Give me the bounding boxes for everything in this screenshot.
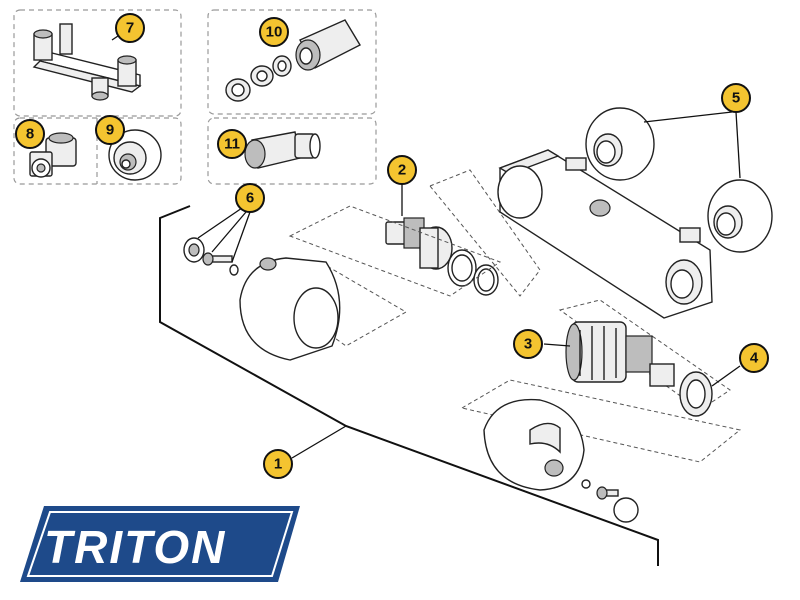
svg-text:4: 4	[750, 350, 759, 367]
callout-11: 11	[217, 129, 247, 159]
thermostatic-cartridge-part-3	[565, 321, 675, 387]
callout-10: 10	[259, 17, 289, 47]
wall-bracket-part-7	[32, 23, 142, 101]
retaining-nut-part-4	[679, 371, 713, 417]
svg-text:7: 7	[126, 20, 134, 37]
svg-text:1: 1	[274, 456, 282, 473]
svg-text:9: 9	[106, 122, 114, 139]
fittings-part-10	[225, 19, 361, 102]
svg-text:5: 5	[732, 90, 740, 107]
callout-4: 4	[739, 343, 769, 373]
callout-6: 6	[235, 183, 265, 213]
svg-text:11: 11	[224, 136, 240, 153]
temperature-control-handle	[483, 398, 639, 523]
callout-5: 5	[721, 83, 751, 113]
handle-fixings-part-6	[183, 237, 239, 276]
svg-text:10: 10	[266, 24, 283, 41]
triton-logo: TRITON	[20, 506, 300, 582]
valve-body	[497, 149, 713, 319]
accessory-box-7	[13, 9, 182, 117]
svg-text:2: 2	[398, 162, 406, 179]
flow-cartridge-part-2	[385, 217, 499, 296]
accessory-box-8-9	[13, 117, 182, 185]
accessory-box-10	[207, 9, 377, 115]
svg-text:8: 8	[26, 126, 34, 143]
svg-text:3: 3	[524, 336, 532, 353]
flow-control-handle	[239, 257, 341, 361]
shroud-fitting-part-9	[108, 129, 162, 181]
accessory-box-11	[207, 117, 377, 185]
wall-plates-part-5	[585, 107, 773, 253]
callout-2: 2	[387, 155, 417, 185]
kit-frame	[159, 205, 659, 566]
callout-1: 1	[263, 449, 293, 479]
logo-text: TRITON	[44, 521, 226, 573]
elbow-fitting-part-8	[29, 132, 77, 178]
adaptor-part-11	[244, 131, 321, 169]
callout-3: 3	[513, 329, 543, 359]
callout-8: 8	[15, 119, 45, 149]
callout-9: 9	[95, 115, 125, 145]
svg-text:6: 6	[246, 190, 254, 207]
callout-7: 7	[115, 13, 145, 43]
